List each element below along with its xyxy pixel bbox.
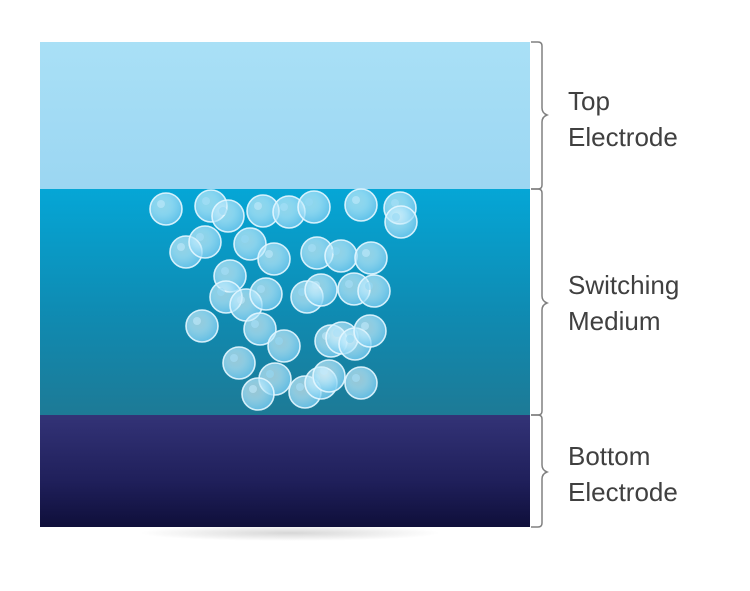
particle-highlight bbox=[332, 247, 340, 255]
bottom-electrode-label-line-1: Bottom bbox=[568, 438, 678, 474]
particle-highlight bbox=[308, 244, 316, 252]
top-electrode-label: Top Electrode bbox=[568, 83, 678, 155]
particle-highlight bbox=[361, 322, 369, 330]
particle-highlight bbox=[230, 354, 238, 362]
top-electrode-label-line-1: Top bbox=[568, 83, 678, 119]
layer-brackets bbox=[531, 42, 547, 527]
particle bbox=[186, 310, 218, 342]
stack-shadow bbox=[140, 525, 440, 541]
particle bbox=[354, 315, 386, 347]
particle bbox=[250, 278, 282, 310]
particle-highlight bbox=[312, 281, 320, 289]
particle-highlight bbox=[362, 249, 370, 257]
particle-highlight bbox=[217, 288, 225, 296]
particle bbox=[358, 275, 390, 307]
particle-highlight bbox=[202, 197, 210, 205]
particle bbox=[298, 191, 330, 223]
particle-highlight bbox=[221, 267, 229, 275]
switching-medium-bracket bbox=[531, 189, 547, 415]
particle-highlight bbox=[333, 329, 341, 337]
top-electrode-bracket bbox=[531, 42, 547, 189]
switching-medium-label-line-2: Medium bbox=[568, 303, 679, 339]
bottom-electrode-label-line-2: Electrode bbox=[568, 474, 678, 510]
particle bbox=[385, 206, 417, 238]
particle-highlight bbox=[346, 335, 354, 343]
particle-highlight bbox=[196, 233, 204, 241]
particle-highlight bbox=[241, 235, 249, 243]
particle-highlight bbox=[320, 367, 328, 375]
bottom-electrode-label: Bottom Electrode bbox=[568, 438, 678, 510]
particle-highlight bbox=[392, 213, 400, 221]
particle-highlight bbox=[251, 320, 259, 328]
particle bbox=[355, 242, 387, 274]
particle-highlight bbox=[365, 282, 373, 290]
particle-highlight bbox=[193, 317, 201, 325]
particle-highlight bbox=[266, 370, 274, 378]
particle-highlight bbox=[254, 202, 262, 210]
top-electrode-label-line-2: Electrode bbox=[568, 119, 678, 155]
particle-highlight bbox=[237, 296, 245, 304]
particle-highlight bbox=[280, 203, 288, 211]
switching-medium-label-line-1: Switching bbox=[568, 267, 679, 303]
particle-highlight bbox=[352, 196, 360, 204]
particle-highlight bbox=[305, 198, 313, 206]
particle-highlight bbox=[265, 250, 273, 258]
particle bbox=[268, 330, 300, 362]
particle bbox=[212, 200, 244, 232]
particle-highlight bbox=[177, 243, 185, 251]
particle bbox=[258, 243, 290, 275]
particle bbox=[313, 360, 345, 392]
particle-highlight bbox=[257, 285, 265, 293]
top-electrode-layer bbox=[40, 42, 530, 189]
particle bbox=[345, 189, 377, 221]
particle bbox=[189, 226, 221, 258]
particle-highlight bbox=[296, 383, 304, 391]
particle bbox=[325, 240, 357, 272]
particle bbox=[345, 367, 377, 399]
particle bbox=[305, 274, 337, 306]
particle-highlight bbox=[345, 280, 353, 288]
particle-highlight bbox=[157, 200, 165, 208]
particle bbox=[150, 193, 182, 225]
bottom-electrode-bracket bbox=[531, 415, 547, 527]
particle-highlight bbox=[219, 207, 227, 215]
particle-highlight bbox=[275, 337, 283, 345]
particle bbox=[242, 378, 274, 410]
particle-highlight bbox=[352, 374, 360, 382]
particle bbox=[223, 347, 255, 379]
switching-medium-label: Switching Medium bbox=[568, 267, 679, 339]
particle-highlight bbox=[249, 385, 257, 393]
bottom-electrode-layer bbox=[40, 415, 530, 527]
